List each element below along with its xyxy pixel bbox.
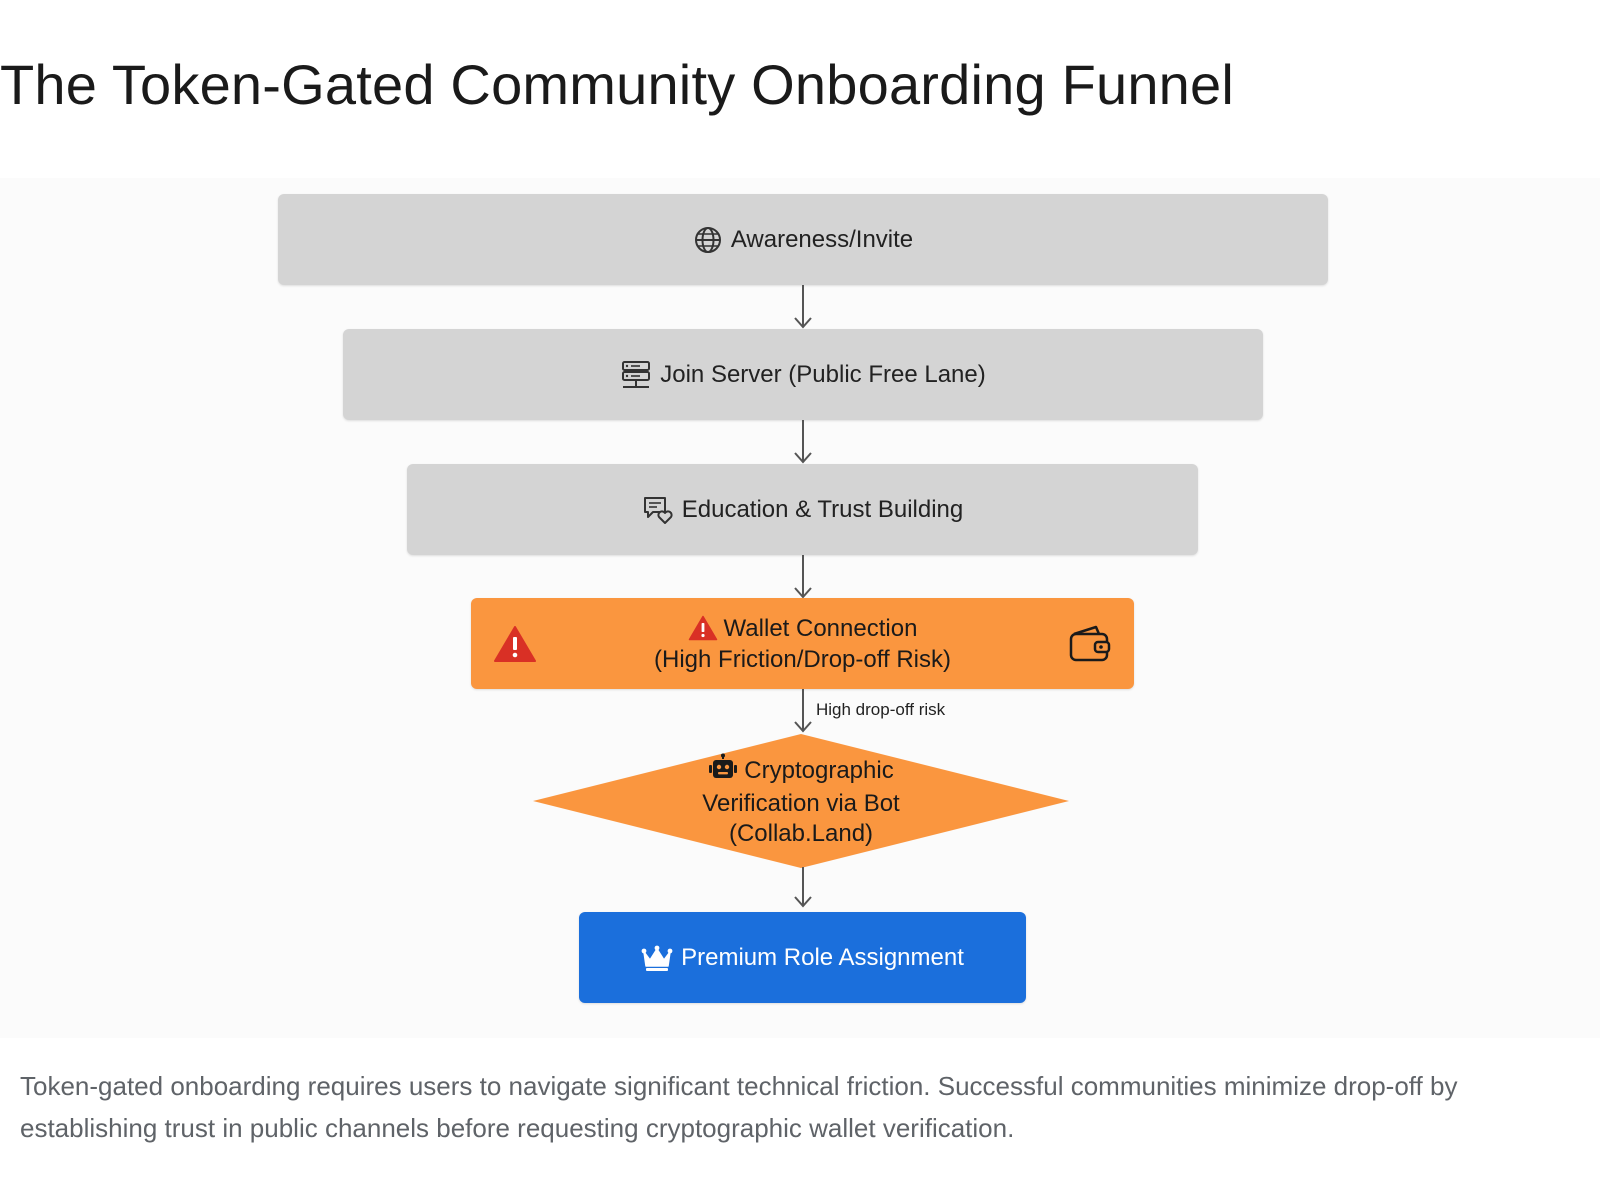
caption: Token-gated onboarding requires users to… xyxy=(20,1071,1458,1143)
stage-awareness-invite: Awareness/Invite xyxy=(278,194,1328,285)
page-title: The Token-Gated Community Onboarding Fun… xyxy=(0,53,1235,116)
stage-sublabel: (High Friction/Drop-off Risk) xyxy=(654,645,951,673)
wallet-icon xyxy=(1068,624,1112,664)
stage-education-trust: Education & Trust Building xyxy=(407,464,1198,555)
server-icon xyxy=(620,359,652,391)
globe-icon xyxy=(693,225,723,255)
stage-label: Join Server (Public Free Lane) xyxy=(660,360,986,388)
robot-icon xyxy=(708,753,738,789)
flow-arrow xyxy=(794,285,812,329)
warning-icon xyxy=(493,625,537,663)
warning-icon xyxy=(688,615,718,641)
stage-label: Awareness/Invite xyxy=(730,225,914,253)
decision-line-3: (Collab.Land) xyxy=(728,820,874,847)
stage-wallet-connection: Wallet Connection (High Friction/Drop-of… xyxy=(471,598,1134,689)
flow-arrow xyxy=(794,867,812,908)
flow-arrow xyxy=(794,555,812,599)
stage-label: Premium Role Assignment xyxy=(681,943,964,971)
stage-premium-role-assignment: Premium Role Assignment xyxy=(579,912,1026,1003)
flow-arrow xyxy=(794,689,812,733)
flow-arrow xyxy=(794,420,812,464)
stage-label: Wallet Connection xyxy=(723,614,918,642)
stage-join-server: Join Server (Public Free Lane) xyxy=(343,329,1263,420)
crown-icon xyxy=(641,944,673,972)
chat-heart-icon xyxy=(642,495,674,525)
decision-line-2: Verification via Bot xyxy=(702,790,900,817)
stage-label: Education & Trust Building xyxy=(681,495,964,523)
stage-cryptographic-verification: Cryptographic Verification via Bot (Coll… xyxy=(532,733,1070,869)
decision-line-1: Cryptographic xyxy=(744,757,894,784)
edge-label-drop-off: High drop-off risk xyxy=(816,700,946,719)
